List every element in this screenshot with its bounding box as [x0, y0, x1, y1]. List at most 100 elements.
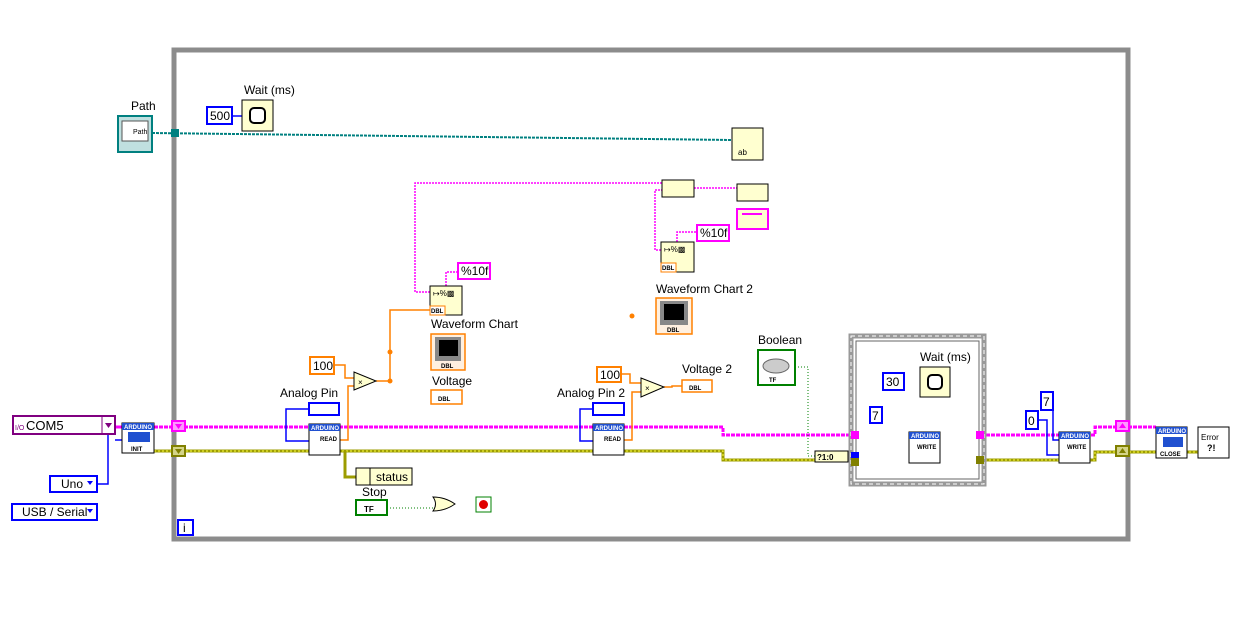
- svg-text:DBL: DBL: [689, 386, 702, 392]
- svg-text:DBL: DBL: [441, 364, 454, 370]
- boolean-label: Boolean: [758, 333, 802, 347]
- while-loop[interactable]: [171, 47, 1131, 542]
- path-wire: [151, 132, 733, 141]
- svg-text:I/O: I/O: [15, 425, 25, 432]
- dropdown-icon: [105, 423, 112, 428]
- write-pin-constant-1[interactable]: [869, 406, 883, 424]
- waveform-chart-2-label: Waveform Chart 2: [656, 282, 753, 296]
- status-unbundle[interactable]: status: [355, 467, 413, 486]
- simple-error-handler[interactable]: Error ?!: [1197, 426, 1230, 459]
- stop-icon: [479, 500, 488, 509]
- svg-text:INIT: INIT: [131, 447, 143, 453]
- svg-text:ARDUINO: ARDUINO: [1158, 429, 1186, 435]
- write-pin-constant-2[interactable]: [1040, 391, 1054, 411]
- wait-constant[interactable]: [206, 106, 233, 125]
- error-status-wire: [343, 451, 356, 479]
- svg-text:7: 7: [1043, 395, 1050, 409]
- scale-constant-2[interactable]: [596, 366, 622, 383]
- or-function[interactable]: [432, 496, 456, 512]
- waveform-chart-2-terminal[interactable]: DBL: [655, 297, 693, 335]
- format-into-string-1[interactable]: ↦%▩ DBL: [429, 285, 463, 316]
- analog-pin-control[interactable]: [308, 402, 340, 416]
- path-control[interactable]: Path: [117, 115, 153, 153]
- write-value-constant-2[interactable]: [1025, 410, 1039, 430]
- wait-2-constant[interactable]: [882, 372, 905, 391]
- svg-text:500: 500: [210, 109, 230, 123]
- arduino-close[interactable]: ARDUINO CLOSE: [1155, 426, 1188, 459]
- svg-text:Error: Error: [1201, 433, 1219, 442]
- arduino-read-1[interactable]: ARDUINO READ: [308, 423, 341, 456]
- stop-control[interactable]: TF: [355, 499, 388, 516]
- wires: [97, 115, 1198, 509]
- wait-2-label: Wait (ms): [920, 350, 971, 364]
- boolean-to-number[interactable]: [814, 450, 849, 463]
- svg-text:ARDUINO: ARDUINO: [911, 434, 939, 440]
- stop-label: Stop: [362, 485, 387, 499]
- voltage-2-label: Voltage 2: [682, 362, 732, 376]
- scale-constant-1[interactable]: [309, 356, 335, 375]
- clock-icon: [249, 107, 266, 124]
- format-string-constant-1[interactable]: [457, 262, 491, 280]
- boolean-control[interactable]: TF: [757, 349, 796, 386]
- svg-text:×: ×: [645, 384, 650, 393]
- chart-icon: [664, 304, 684, 320]
- svg-text:ARDUINO: ARDUINO: [595, 426, 623, 432]
- iteration-terminal-label: i: [183, 521, 186, 535]
- svg-text:100: 100: [600, 368, 620, 382]
- svg-text:CLOSE: CLOSE: [1160, 452, 1181, 458]
- svg-text:↦%▩: ↦%▩: [664, 245, 685, 254]
- svg-text:ARDUINO: ARDUINO: [311, 426, 339, 432]
- svg-text:DBL: DBL: [438, 397, 451, 403]
- analog-pin-label: Analog Pin: [280, 386, 338, 400]
- svg-text:%10f: %10f: [461, 264, 489, 278]
- svg-text:Path: Path: [133, 129, 148, 136]
- analog-pin-2-label: Analog Pin 2: [557, 386, 625, 400]
- multiply-function-1[interactable]: [353, 371, 378, 391]
- wait-label: Wait (ms): [244, 83, 295, 97]
- svg-text:?1:0: ?1:0: [817, 453, 834, 462]
- write-text-file-function[interactable]: ab: [731, 127, 764, 161]
- end-of-line-constant[interactable]: [736, 208, 769, 230]
- concatenate-strings-1[interactable]: [661, 179, 695, 198]
- path-label: Path: [131, 99, 156, 113]
- svg-text:TF: TF: [364, 505, 374, 514]
- svg-text:DBL: DBL: [662, 266, 675, 272]
- svg-text:100: 100: [313, 359, 333, 373]
- svg-text:ARDUINO: ARDUINO: [124, 425, 152, 431]
- svg-text:DBL: DBL: [431, 309, 444, 315]
- stop-condition-terminal[interactable]: [475, 496, 492, 513]
- wait-ms-function-2[interactable]: [919, 366, 951, 398]
- svg-text:ARDUINO: ARDUINO: [1061, 434, 1089, 440]
- voltage-indicator[interactable]: DBL: [430, 389, 463, 405]
- wait-ms-function[interactable]: [241, 99, 274, 132]
- svg-text:30: 30: [886, 375, 900, 389]
- arduino-init[interactable]: ARDUINO INIT: [121, 422, 155, 454]
- board-type-control[interactable]: Uno: [49, 475, 98, 493]
- svg-text:DBL: DBL: [667, 328, 680, 334]
- waveform-chart-terminal[interactable]: DBL: [430, 333, 466, 371]
- svg-text:0: 0: [1028, 414, 1035, 428]
- svg-text:WRITE: WRITE: [1067, 445, 1086, 451]
- multiply-function-2[interactable]: [640, 377, 666, 398]
- format-string-constant-2[interactable]: [696, 224, 730, 242]
- iteration-terminal: [177, 519, 194, 536]
- format-into-string-2[interactable]: ↦%▩ DBL: [660, 241, 695, 273]
- svg-text:TF: TF: [769, 378, 777, 384]
- voltage-2-indicator[interactable]: DBL: [681, 379, 713, 393]
- arduino-write-1[interactable]: ARDUINO WRITE: [908, 431, 941, 464]
- svg-text:?!: ?!: [1207, 443, 1216, 453]
- path-tunnel: [171, 129, 179, 137]
- svg-text:↦%▩: ↦%▩: [433, 289, 454, 298]
- connection-type-control[interactable]: USB / Serial: [11, 503, 98, 521]
- analog-pin-2-control[interactable]: [592, 402, 625, 416]
- arduino-read-2[interactable]: ARDUINO READ: [592, 423, 625, 456]
- svg-text:USB / Serial: USB / Serial: [22, 505, 87, 519]
- arduino-write-2[interactable]: ARDUINO WRITE: [1058, 431, 1091, 464]
- svg-text:%10f: %10f: [700, 226, 728, 240]
- waveform-chart-label: Waveform Chart: [431, 317, 519, 331]
- chart-icon: [439, 340, 458, 356]
- visa-resource-control[interactable]: I/O COM5: [12, 415, 116, 435]
- pencil-file-icon: ab: [738, 148, 747, 157]
- concatenate-strings-2[interactable]: [736, 183, 769, 202]
